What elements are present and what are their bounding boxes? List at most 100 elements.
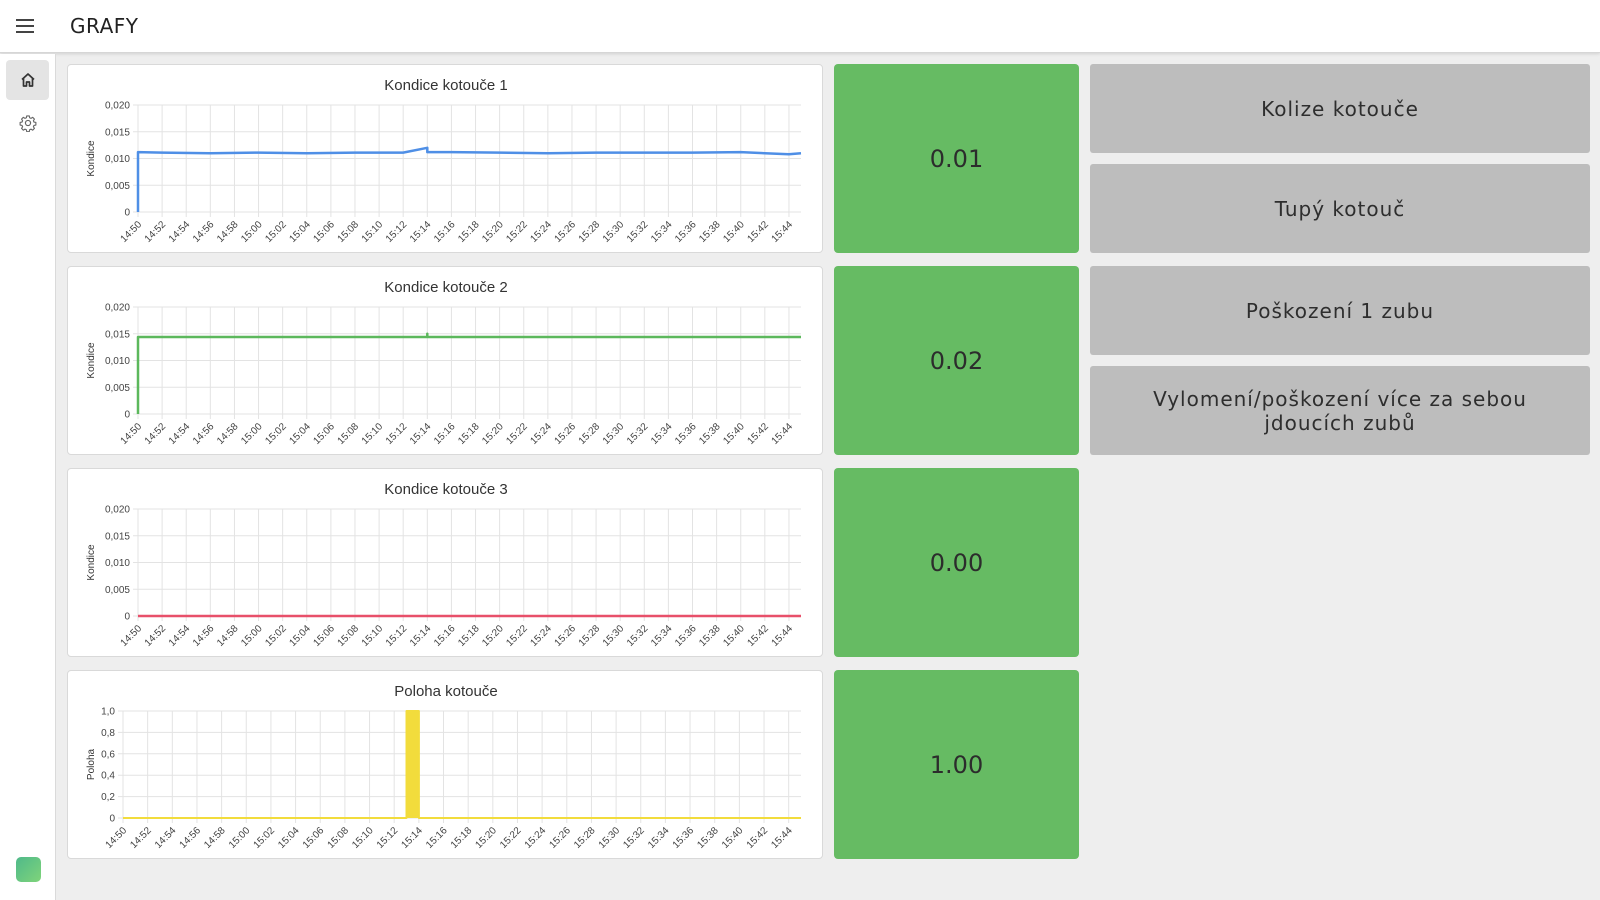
y-tick-label: 0,005	[105, 181, 130, 192]
value-tile-kotouc-1[interactable]: 0.01	[834, 64, 1079, 253]
x-tick-label: 15:02	[252, 825, 278, 851]
x-tick-label: 15:44	[770, 623, 796, 649]
y-tick-label: 0	[124, 208, 130, 219]
x-tick-label: 15:40	[721, 219, 747, 245]
x-tick-label: 15:06	[312, 219, 338, 245]
x-tick-label: 15:32	[625, 219, 651, 245]
x-tick-label: 15:22	[504, 623, 530, 649]
x-tick-label: 15:06	[312, 623, 338, 649]
x-tick-label: 15:12	[384, 623, 410, 649]
menu-icon	[16, 19, 34, 33]
x-tick-label: 15:20	[480, 421, 506, 447]
x-tick-label: 15:00	[227, 825, 253, 851]
y-tick-label: 0,2	[101, 792, 115, 803]
chart-kondice-2: Kondice kotouče 2Kondice00,0050,0100,015…	[86, 279, 801, 447]
x-tick-label: 15:18	[456, 421, 482, 447]
x-tick-label: 15:26	[547, 825, 573, 851]
x-tick-label: 15:02	[263, 421, 289, 447]
x-tick-label: 15:06	[301, 825, 327, 851]
y-tick-label: 0	[109, 814, 115, 825]
x-tick-label: 14:58	[215, 421, 241, 447]
gear-icon	[19, 115, 36, 132]
x-tick-label: 15:04	[287, 421, 313, 447]
x-tick-label: 14:58	[215, 623, 241, 649]
x-tick-label: 15:02	[263, 219, 289, 245]
x-tick-label: 15:08	[336, 623, 362, 649]
value-tile-kotouc-3[interactable]: 0.00	[834, 468, 1079, 657]
y-tick-label: 0,015	[105, 127, 130, 138]
x-tick-label: 15:26	[553, 421, 579, 447]
sidebar-item-home[interactable]	[6, 60, 49, 100]
x-tick-label: 15:28	[572, 825, 598, 851]
x-tick-label: 15:10	[360, 623, 386, 649]
x-tick-label: 14:58	[202, 825, 228, 851]
x-tick-label: 15:22	[498, 825, 524, 851]
x-tick-label: 15:24	[528, 219, 554, 245]
x-tick-label: 15:38	[697, 219, 723, 245]
x-tick-label: 15:32	[621, 825, 647, 851]
x-tick-label: 15:26	[553, 219, 579, 245]
x-tick-label: 15:06	[312, 421, 338, 447]
x-tick-label: 15:30	[601, 421, 627, 447]
x-tick-label: 15:12	[384, 421, 410, 447]
x-tick-label: 15:16	[432, 421, 458, 447]
x-tick-label: 15:34	[649, 219, 675, 245]
x-tick-label: 15:24	[528, 421, 554, 447]
x-tick-label: 14:52	[143, 421, 169, 447]
x-tick-label: 15:38	[697, 421, 723, 447]
x-tick-label: 15:16	[432, 219, 458, 245]
x-tick-label: 14:54	[153, 825, 179, 851]
fault-tile-tupy[interactable]: Tupý kotouč	[1090, 164, 1590, 253]
x-tick-label: 15:04	[276, 825, 302, 851]
value-tile-poloha[interactable]: 1.00	[834, 670, 1079, 859]
x-tick-label: 14:56	[191, 623, 217, 649]
fault-tile-vylomeni[interactable]: Vylomení/poškození více za sebou jdoucíc…	[1090, 366, 1590, 455]
x-tick-label: 15:36	[673, 421, 699, 447]
x-tick-label: 15:10	[350, 825, 376, 851]
y-tick-label: 0,4	[101, 771, 115, 782]
x-tick-label: 15:32	[625, 421, 651, 447]
home-icon	[20, 73, 35, 87]
y-tick-label: 0	[124, 612, 130, 623]
y-tick-label: 1,0	[101, 707, 115, 718]
menu-button[interactable]	[10, 11, 40, 41]
x-tick-label: 14:52	[143, 219, 169, 245]
x-tick-label: 15:24	[523, 825, 549, 851]
x-tick-label: 15:34	[649, 623, 675, 649]
series-line	[136, 332, 801, 414]
value-tile-kotouc-2[interactable]: 0.02	[834, 266, 1079, 455]
fault-tile-kolize[interactable]: Kolize kotouče	[1090, 64, 1590, 153]
x-tick-label: 15:42	[745, 421, 771, 447]
fault-tile-poskozeni-zubu[interactable]: Poškození 1 zubu	[1090, 266, 1590, 355]
y-tick-label: 0,6	[101, 749, 115, 760]
x-tick-label: 15:20	[480, 623, 506, 649]
y-tick-label: 0,8	[101, 728, 115, 739]
x-tick-label: 15:20	[480, 219, 506, 245]
y-tick-label: 0,020	[105, 505, 130, 516]
y-tick-label: 0,010	[105, 356, 130, 367]
x-tick-label: 14:56	[191, 421, 217, 447]
y-axis-label: Poloha	[86, 748, 97, 780]
x-tick-label: 15:30	[601, 219, 627, 245]
y-tick-label: 0,020	[105, 303, 130, 314]
x-tick-label: 15:24	[528, 623, 554, 649]
chart-title: Poloha kotouče	[394, 683, 497, 700]
x-tick-label: 15:36	[673, 623, 699, 649]
chart-title: Kondice kotouče 3	[384, 481, 507, 498]
x-tick-label: 15:14	[399, 825, 425, 851]
x-tick-label: 15:18	[456, 623, 482, 649]
sidebar-item-settings[interactable]	[6, 103, 49, 143]
y-axis-label: Kondice	[86, 544, 97, 581]
y-axis-label: Kondice	[86, 342, 97, 379]
x-tick-label: 14:54	[167, 421, 193, 447]
x-tick-label: 15:16	[424, 825, 450, 851]
app-title: GRAFY	[70, 14, 139, 38]
x-tick-label: 15:38	[697, 623, 723, 649]
x-tick-label: 15:04	[287, 219, 313, 245]
top-app-bar: GRAFY	[0, 0, 1600, 53]
y-tick-label: 0,005	[105, 585, 130, 596]
x-tick-label: 15:04	[287, 623, 313, 649]
